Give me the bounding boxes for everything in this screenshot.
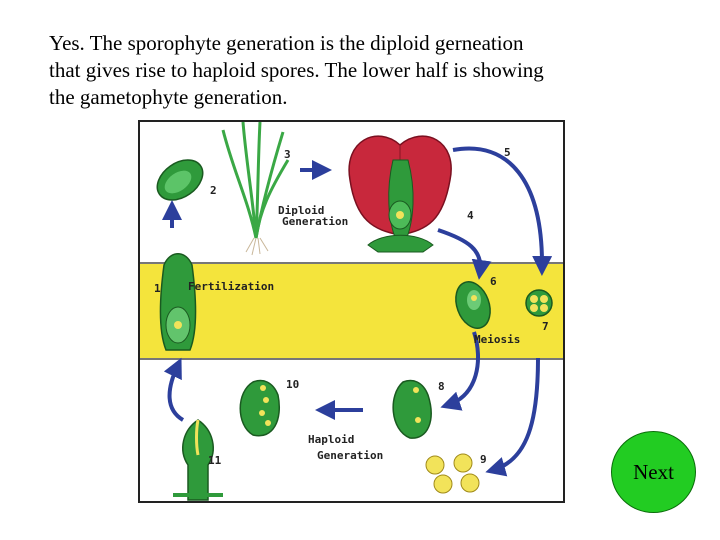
- stage-number-3: 3: [284, 148, 291, 161]
- arrow-4-to-6: [437, 228, 492, 280]
- stage-1-ovule: [159, 253, 197, 351]
- arrow-6-to-8: [440, 331, 481, 411]
- label-haploid-1: Haploid: [308, 433, 354, 446]
- stage-4-flower: [348, 135, 452, 253]
- stage-11-structure: [173, 419, 223, 501]
- label-diploid-2: Generation: [282, 215, 348, 228]
- arrow-7-to-9: [485, 357, 540, 477]
- stage-number-6: 6: [490, 275, 497, 288]
- stage-10-embryo-sac: [239, 379, 280, 437]
- life-cycle-svg: Diploid Generation Fertilization Meiosis…: [138, 120, 565, 503]
- stage-number-4: 4: [467, 209, 474, 222]
- stage-number-5: 5: [504, 146, 511, 159]
- stage-number-7: 7: [542, 320, 549, 333]
- stage-number-11: 11: [208, 454, 222, 467]
- label-diploid-1: Diploid: [278, 204, 324, 217]
- label-fertilization: Fertilization: [188, 280, 274, 293]
- arrow-11-to-1: [163, 357, 185, 422]
- next-button-label: Next: [633, 459, 674, 484]
- stage-number-9: 9: [480, 453, 487, 466]
- stage-6-ovule: [455, 281, 491, 329]
- stage-number-1: 1: [154, 282, 161, 295]
- caption-line-2: that gives rise to haploid spores. The l…: [49, 58, 544, 82]
- caption-line-1: Yes. The sporophyte generation is the di…: [49, 31, 524, 55]
- caption-text: Yes. The sporophyte generation is the di…: [49, 30, 649, 111]
- life-cycle-diagram: Diploid Generation Fertilization Meiosis…: [138, 120, 565, 503]
- stage-number-8: 8: [438, 380, 445, 393]
- stage-3-roots: [245, 237, 269, 256]
- label-haploid-2: Generation: [317, 449, 383, 462]
- stage-number-2: 2: [210, 184, 217, 197]
- stage-9-spores: [425, 453, 480, 494]
- stage-7-tetrad: [525, 289, 553, 317]
- label-meiosis: Meiosis: [474, 333, 520, 346]
- stage-number-10: 10: [286, 378, 299, 391]
- caption-line-3: the gametophyte generation.: [49, 85, 288, 109]
- stage-3-plant: [221, 121, 290, 239]
- stage-2-spore: [156, 159, 204, 201]
- arrow-5: [452, 146, 553, 276]
- stage-8-embryo-sac: [392, 379, 432, 439]
- fertilization-meiosis-band: [140, 263, 563, 359]
- next-button[interactable]: Next: [611, 431, 696, 513]
